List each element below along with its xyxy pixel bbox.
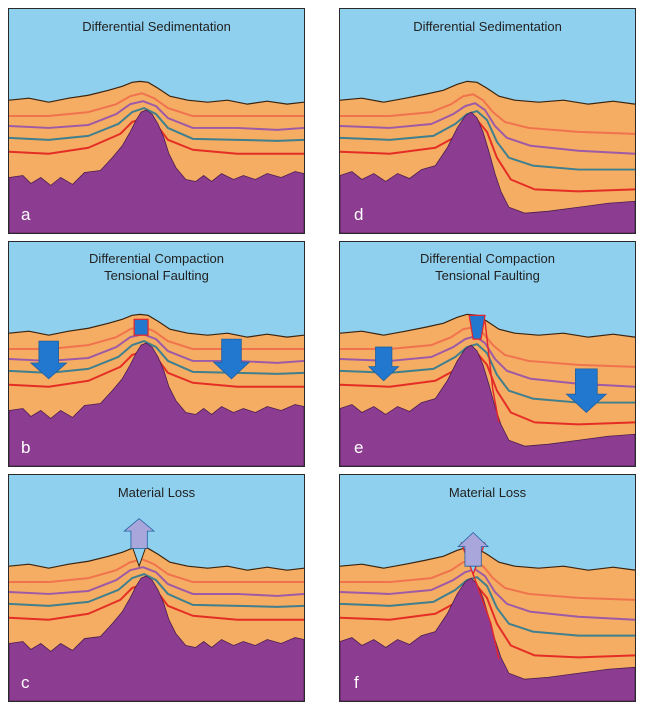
panel-a-letter: a: [21, 205, 31, 224]
panel-f: Material Loss f: [339, 474, 636, 702]
panel-b: Differential Compaction Tensional Faulti…: [8, 241, 305, 467]
sediment-layer-4: [340, 352, 635, 426]
seafloor-surface: [9, 80, 304, 105]
fault-trace: [472, 573, 500, 660]
crest-block: [133, 318, 149, 336]
panel-b-letter: b: [21, 438, 31, 457]
sediment-layer-2: [9, 100, 304, 131]
sediment-layer-3: [340, 343, 635, 404]
panel-f-title-line-1: Material Loss: [448, 485, 527, 500]
cross-section-e: [340, 242, 635, 466]
panel-c: Material Loss c: [8, 474, 305, 702]
seafloor-surface: [9, 313, 304, 338]
sediment-layer-3: [9, 107, 304, 142]
panel-c-title-line-1: Material Loss: [117, 485, 196, 500]
basement-high: [340, 111, 635, 233]
panel-e-title: Differential Compaction Tensional Faulti…: [340, 250, 635, 284]
compaction-arrow-left: [367, 346, 400, 382]
sediment-layer-1: [9, 558, 304, 584]
sediment-layer-4: [340, 119, 635, 193]
fault-trace: [484, 321, 500, 423]
sediment-layer-2: [340, 568, 635, 621]
panel-d-title: Differential Sedimentation: [340, 18, 635, 35]
crest-block: [468, 314, 486, 340]
compaction-arrow-left: [29, 340, 68, 380]
panel-d-title-line-1: Differential Sedimentation: [413, 19, 562, 34]
seafloor-surface: [340, 80, 635, 105]
basement-high: [9, 109, 304, 233]
sediment-layer-2: [9, 566, 304, 597]
sediment-layer-2: [340, 102, 635, 155]
sediment-layer-3: [9, 340, 304, 375]
panel-b-title-line-2: Tensional Faulting: [104, 268, 209, 283]
panel-a-title: Differential Sedimentation: [9, 18, 304, 35]
basement-high: [9, 342, 304, 466]
sediment-layer-3: [9, 573, 304, 608]
sediment-layer-2: [9, 333, 304, 364]
cross-section-f: [340, 475, 635, 701]
panel-c-letter: c: [21, 673, 30, 692]
cross-section-d: [340, 9, 635, 233]
basement-high: [340, 344, 635, 466]
material-loss-arrow: [123, 518, 156, 549]
panel-f-letter: f: [354, 673, 359, 692]
panel-d: Differential Sedimentation d: [339, 8, 636, 234]
cross-section-c: [9, 475, 304, 701]
panel-b-title: Differential Compaction Tensional Faulti…: [9, 250, 304, 284]
material-loss-arrow: [457, 531, 489, 567]
sediment-layer-1: [9, 92, 304, 118]
panel-e-title-line-1: Differential Compaction: [420, 251, 555, 266]
panel-c-title: Material Loss: [9, 484, 304, 501]
sediment-layer-1: [340, 93, 635, 135]
cross-section-a: [9, 9, 304, 233]
panel-a: Differential Sedimentation a: [8, 8, 305, 234]
sediment-layer-4: [340, 585, 635, 659]
collapse-notch: [131, 546, 147, 568]
sediment-layer-3: [340, 576, 635, 637]
panel-b-title-line-1: Differential Compaction: [89, 251, 224, 266]
panel-e-letter: e: [354, 438, 364, 457]
panel-a-title-line-1: Differential Sedimentation: [82, 19, 231, 34]
panel-f-title: Material Loss: [340, 484, 635, 501]
basement-high: [9, 575, 304, 701]
seafloor-surface: [9, 546, 304, 571]
panel-e: Differential Compaction Tensional Faulti…: [339, 241, 636, 467]
compaction-arrow-right: [212, 338, 251, 380]
panel-e-title-line-2: Tensional Faulting: [435, 268, 540, 283]
compaction-arrow-right: [565, 368, 608, 414]
sediment-layer-3: [340, 110, 635, 171]
panel-d-letter: d: [354, 205, 364, 224]
cross-section-b: [9, 242, 304, 466]
